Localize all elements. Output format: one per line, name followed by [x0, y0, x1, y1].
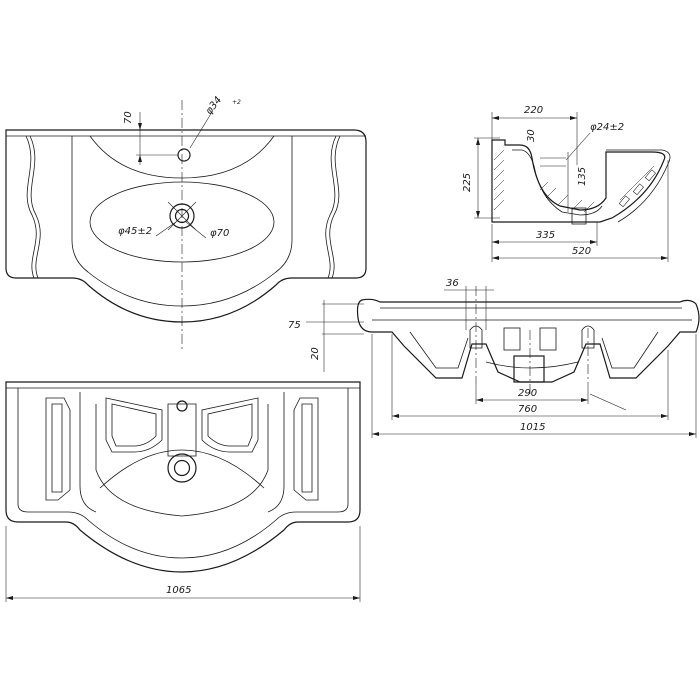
dim-inner-depth: 135: [577, 167, 588, 186]
dim-hole-offset: 70: [123, 111, 134, 124]
front-side-hole-r: [581, 325, 595, 349]
front-view: 36 75 20 290 760 1015: [288, 278, 700, 438]
bottom-inner-outline: [17, 388, 349, 559]
side-section: 220 30 φ24±2 225 135: [462, 105, 671, 262]
dim-tap-hole-tol: +2: [232, 99, 241, 106]
bottom-tap-hole: [176, 400, 188, 412]
dim-rim-thickness: 20: [310, 347, 321, 360]
bottom-pocket-left: [45, 397, 71, 501]
dim-drain-hole: φ45±2: [118, 226, 152, 237]
top-view-outline: [5, 129, 367, 323]
front-side-hole-l: [469, 325, 483, 349]
bottom-view-outline: [5, 381, 361, 573]
dim-total-width: 1065: [166, 585, 191, 596]
dim-tap-hole: φ34: [204, 95, 225, 117]
drain-leader-left: [155, 221, 177, 237]
bottom-bracket-left-inner: [111, 403, 157, 447]
dim-bowl-depth: 335: [536, 230, 555, 241]
bottom-pocket-right-inner: [301, 403, 313, 493]
section-hatch: [493, 149, 655, 213]
dim-overflow-offset: 30: [526, 129, 537, 142]
front-basin-curve: [485, 361, 579, 369]
bottom-bracket-right: [201, 397, 259, 453]
side-section-outline: [491, 139, 666, 223]
bottom-pocket-left-inner: [51, 403, 63, 493]
bottom-drain-inner: [173, 459, 191, 477]
dim-760-leader: [589, 393, 627, 411]
front-drain: [513, 355, 545, 383]
dim-height: 225: [462, 173, 473, 192]
dim-width-top: 220: [524, 105, 543, 116]
tap-leader: [189, 111, 213, 149]
top-view: 70 φ34 +2 φ45±2 φ70: [5, 95, 367, 350]
top-left-wave-2: [29, 135, 41, 279]
dim-outer-width: 1015: [520, 422, 545, 433]
side-drain: [571, 207, 587, 225]
side-section-inner: [512, 149, 603, 216]
bottom-bowl-arc: [99, 449, 265, 489]
front-rim: [356, 298, 700, 383]
bottom-bracket-right-inner: [207, 403, 253, 447]
rim-slot-2: [632, 183, 644, 196]
bottom-stem: [167, 403, 197, 457]
bottom-bracket-left: [105, 397, 163, 453]
tap-hole: [177, 148, 191, 162]
top-right-wave-2: [329, 135, 341, 279]
dim-overflow-hole: φ24±2: [590, 122, 624, 133]
bottom-bowl-walls: [79, 392, 285, 513]
rim-slot-3: [644, 169, 656, 182]
dim-side-spacing: 36: [446, 278, 459, 289]
bottom-pocket-right: [293, 397, 319, 501]
front-post-right: [539, 327, 557, 351]
top-right-wave: [325, 135, 337, 279]
dim-drain-outer: φ70: [210, 228, 229, 239]
rim-slot-1: [618, 195, 630, 208]
overflow-leader: [565, 132, 591, 161]
dim-drain-span: 290: [518, 388, 537, 399]
dim-rim-height: 75: [288, 320, 301, 331]
dim-inner-width: 760: [518, 404, 537, 415]
top-left-wave: [25, 135, 37, 279]
arrowheads: [6, 116, 696, 600]
bottom-drain-outer: [167, 453, 197, 483]
front-shoulders: [409, 331, 659, 369]
dim-depth-total: 520: [572, 246, 591, 257]
front-post-left: [503, 327, 521, 351]
drain-cross-2: [167, 201, 197, 231]
bottom-view: 1065: [5, 381, 361, 602]
bottom-inner-bowl: [95, 404, 269, 517]
